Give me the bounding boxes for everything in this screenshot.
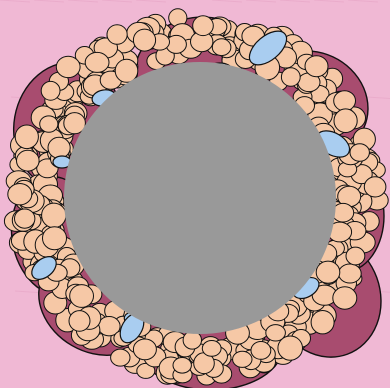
- peach-bead-icon: [107, 25, 127, 45]
- peach-bead-icon: [251, 342, 271, 360]
- peach-bead-icon: [15, 125, 38, 149]
- peach-bead-icon: [305, 56, 328, 77]
- peach-bead-icon: [133, 339, 156, 360]
- peach-bead-icon: [15, 209, 35, 228]
- peach-bead-icon: [85, 52, 109, 72]
- peach-bead-icon: [334, 109, 357, 133]
- peach-bead-icon: [364, 177, 386, 197]
- peach-bead-icon: [111, 349, 130, 366]
- peach-bead-icon: [56, 56, 80, 77]
- gray-disk-icon: [64, 62, 336, 334]
- peach-bead-icon: [41, 81, 60, 100]
- peach-bead-icon: [8, 184, 32, 205]
- peach-bead-icon: [233, 351, 252, 367]
- peach-bead-icon: [266, 325, 286, 341]
- peach-bead-icon: [316, 261, 340, 283]
- peach-bead-icon: [70, 285, 94, 308]
- peach-bead-icon: [311, 311, 334, 334]
- peach-bead-icon: [133, 29, 155, 51]
- peach-bead-icon: [212, 39, 231, 56]
- peach-bead-icon: [281, 68, 300, 87]
- peach-bead-icon: [69, 311, 90, 332]
- peach-bead-icon: [350, 144, 369, 162]
- peach-bead-icon: [173, 358, 191, 374]
- peach-bead-icon: [43, 227, 67, 250]
- peach-bead-icon: [42, 203, 66, 228]
- peach-bead-icon: [115, 59, 138, 82]
- peach-bead-icon: [202, 341, 221, 357]
- peach-bead-icon: [346, 247, 365, 265]
- peach-bead-icon: [40, 116, 58, 132]
- peach-bead-icon: [193, 16, 214, 36]
- peach-bead-icon: [48, 137, 70, 158]
- peach-bead-icon: [339, 264, 362, 283]
- peach-bead-icon: [334, 91, 356, 111]
- peach-bead-icon: [17, 150, 40, 171]
- peach-bead-icon: [333, 287, 357, 309]
